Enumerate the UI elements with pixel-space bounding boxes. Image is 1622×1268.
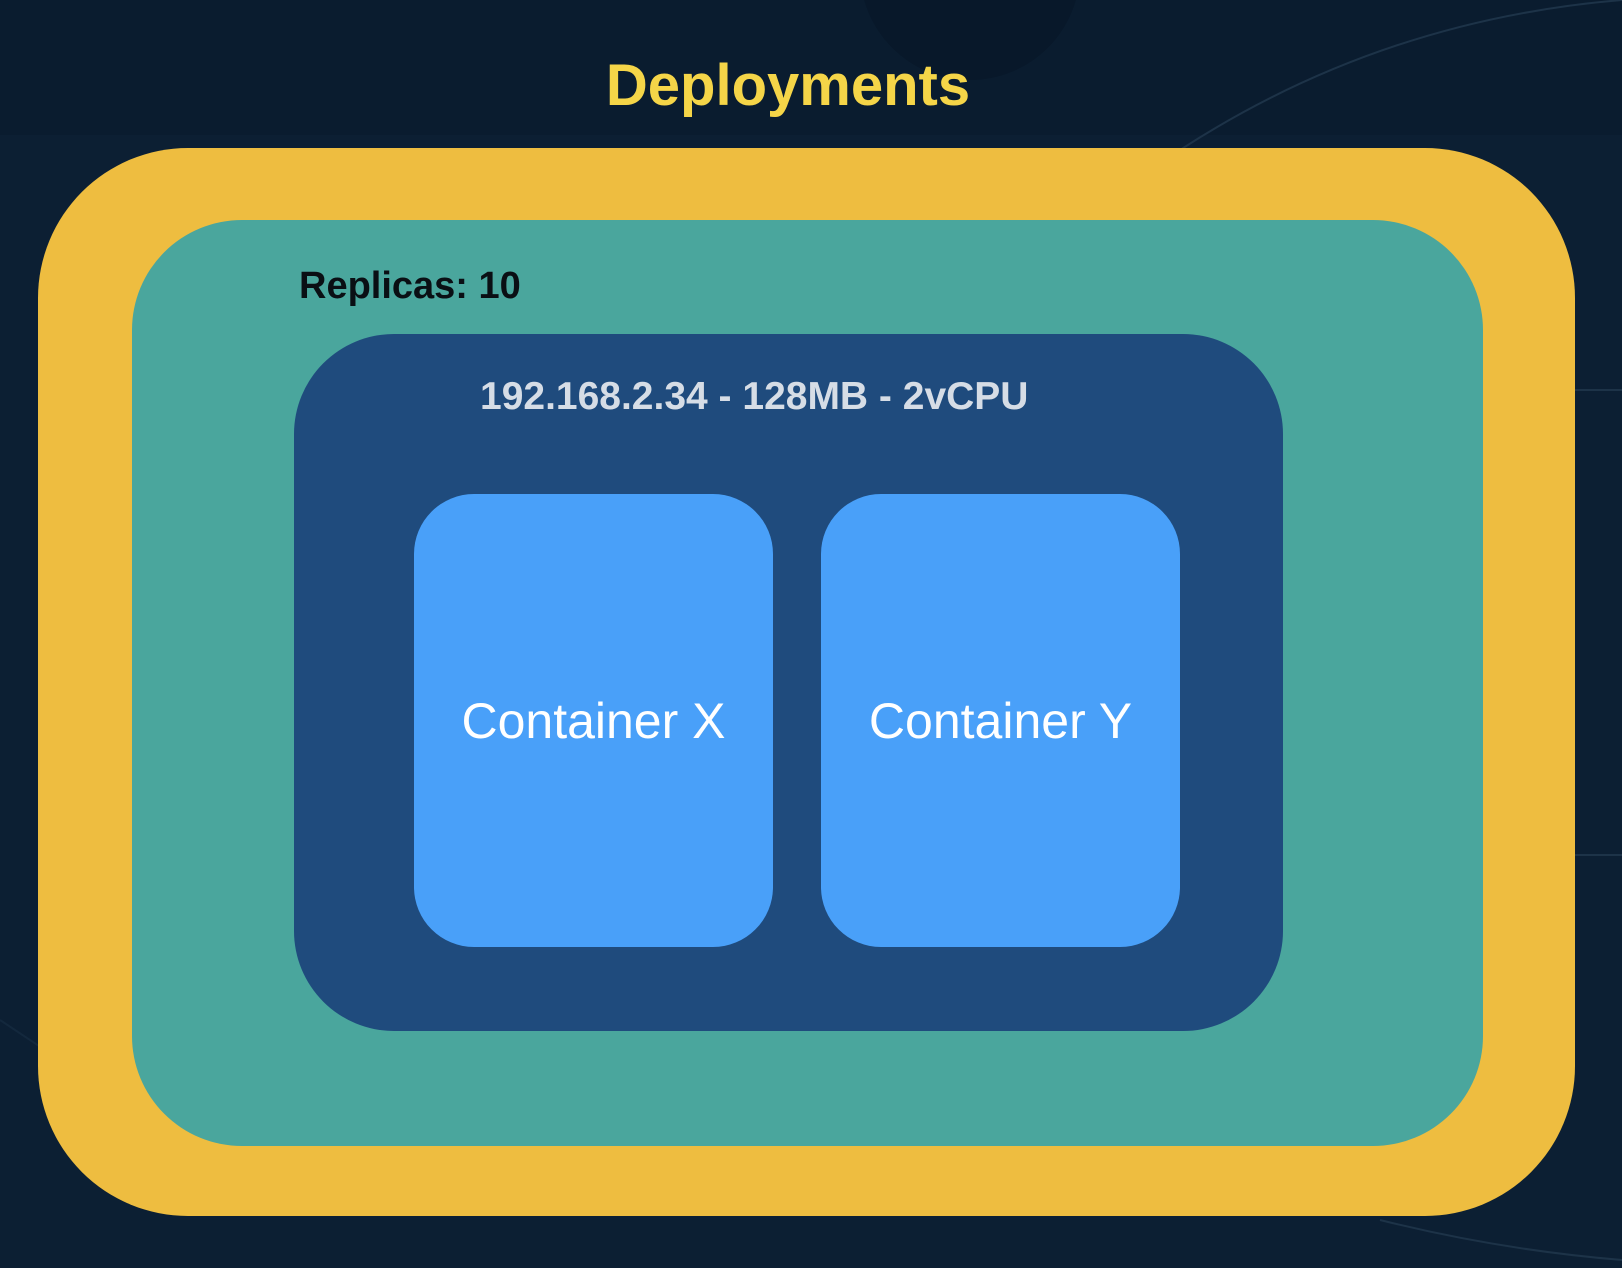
container-x-label: Container X (461, 692, 726, 749)
replicas-label: Replicas: 10 (299, 265, 521, 307)
container-x-box: Container X (414, 494, 773, 947)
page-title: Deployments (605, 53, 971, 118)
container-y-label: Container Y (868, 692, 1133, 749)
pod-label: 192.168.2.34 - 128MB - 2vCPU (480, 375, 1029, 418)
container-y-box: Container Y (821, 494, 1180, 947)
